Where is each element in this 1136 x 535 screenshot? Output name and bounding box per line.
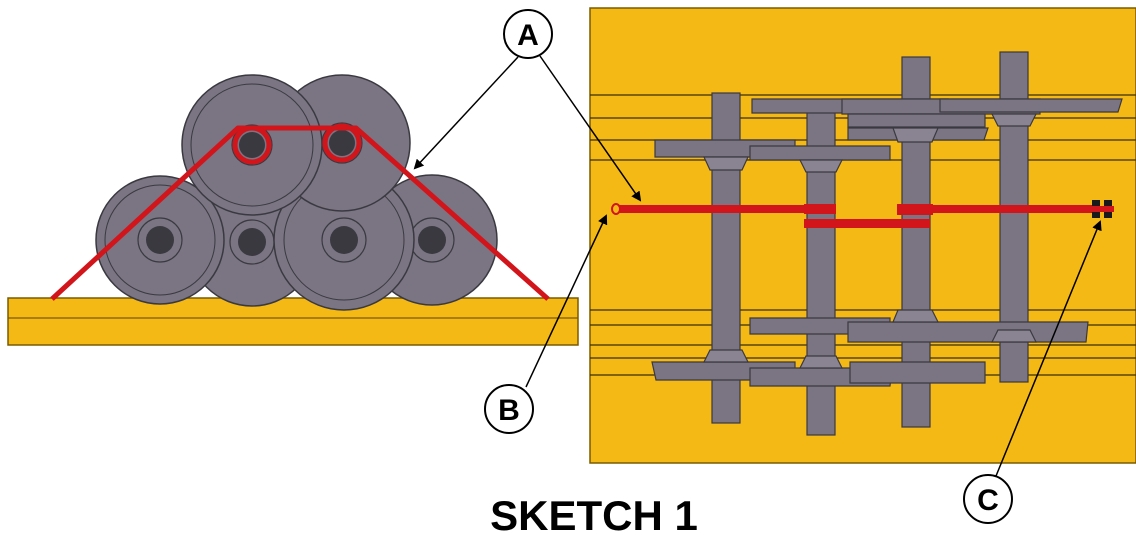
callout-c-leader bbox=[995, 220, 1102, 477]
strap-end-b bbox=[611, 203, 621, 215]
callout-c: C bbox=[963, 220, 1102, 524]
securement-strap-end-view bbox=[50, 123, 550, 301]
securement-strap-top-view bbox=[618, 204, 1097, 228]
wheel-flanges-upper bbox=[654, 98, 1123, 161]
wheel-front-left bbox=[95, 175, 225, 305]
wheel-top-left bbox=[181, 74, 323, 216]
callout-c-label: C bbox=[977, 484, 999, 517]
callout-a: A bbox=[413, 9, 642, 202]
callout-b-label: B bbox=[498, 394, 520, 427]
callout-b: B bbox=[484, 214, 608, 434]
top-row-wheels bbox=[181, 74, 411, 216]
callout-a-leader-left bbox=[413, 56, 519, 170]
flatcar-deck-top-view bbox=[589, 7, 1136, 464]
callout-b-leader bbox=[525, 214, 608, 388]
flatcar-deck bbox=[7, 297, 579, 346]
callout-a-leader-right bbox=[539, 55, 642, 202]
sketch-title: SKETCH 1 bbox=[490, 492, 698, 535]
top-view bbox=[589, 7, 1136, 464]
wheel-flanges-lower bbox=[651, 317, 1089, 387]
ratchet-c bbox=[1092, 200, 1114, 218]
end-view bbox=[7, 74, 579, 346]
wheel-hubs bbox=[703, 113, 1037, 369]
callout-a-label: A bbox=[517, 19, 539, 52]
